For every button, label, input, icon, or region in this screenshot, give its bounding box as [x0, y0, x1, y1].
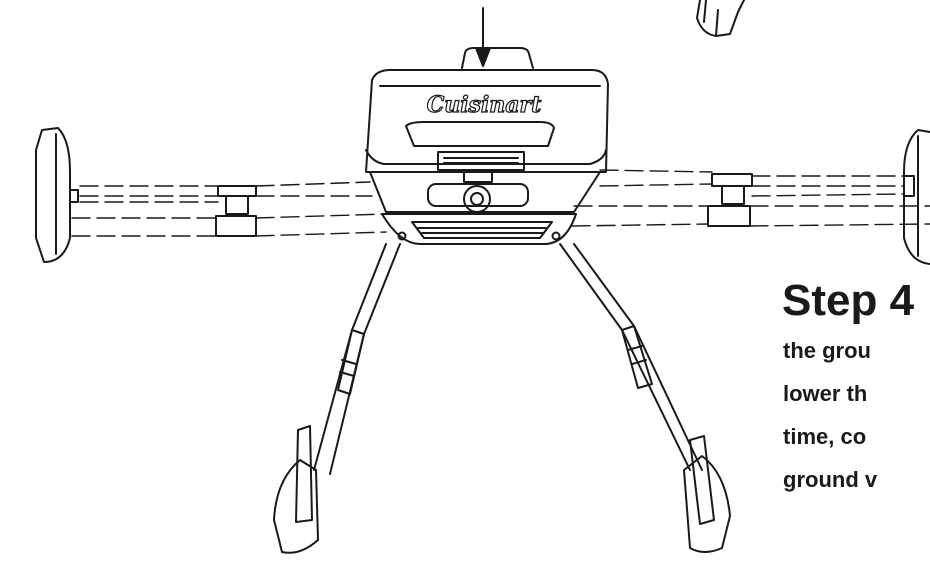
step-title: Step 4 — [782, 276, 915, 325]
right-leg — [559, 243, 731, 553]
grill-body — [365, 47, 609, 245]
instruction-line-1: the grou — [783, 338, 871, 363]
left-side-table — [35, 127, 257, 263]
right-side-table — [707, 129, 930, 265]
left-leg — [273, 243, 401, 554]
alignment-lines — [71, 169, 930, 237]
brand-logo: Cuisinart — [427, 92, 542, 118]
instruction-line-3: time, co — [783, 424, 867, 449]
partial-part-top — [696, 0, 745, 37]
instruction-line-2: lower th — [783, 381, 868, 406]
down-arrow-icon — [475, 7, 491, 67]
instruction-line-4: ground v — [783, 467, 878, 492]
